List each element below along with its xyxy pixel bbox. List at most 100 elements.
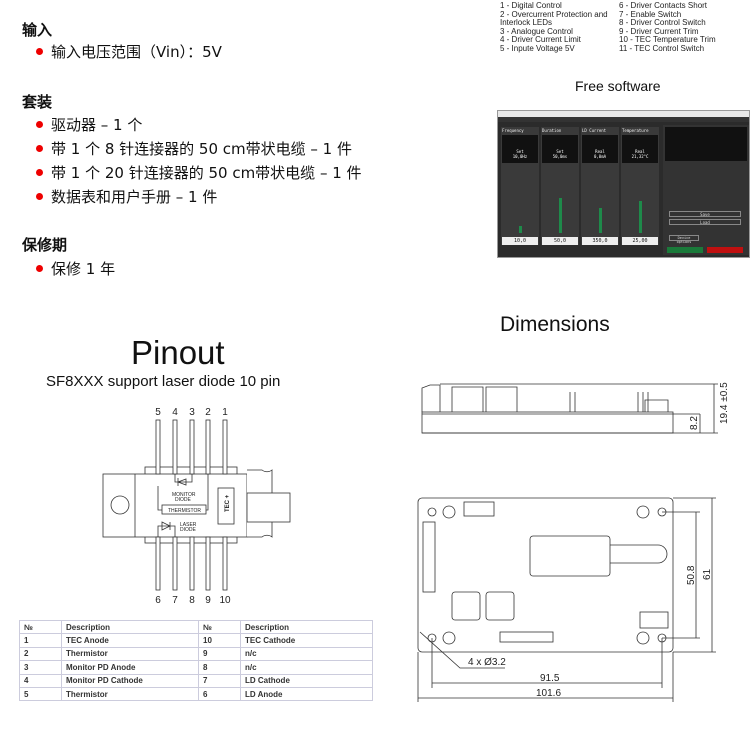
warranty-heading: 保修期 (22, 236, 68, 254)
save-button[interactable]: Save (669, 211, 741, 217)
pin (205, 536, 211, 591)
value-input[interactable]: 10,0 (502, 237, 538, 245)
feature: Interlock LEDs (500, 18, 553, 28)
pin-number: 3 (189, 407, 195, 418)
table-cell: 3 (19, 660, 62, 675)
bullet-icon (36, 121, 43, 128)
pin (189, 536, 195, 591)
table-cell: 6 (198, 686, 241, 702)
pin (222, 536, 228, 591)
pin-number: 8 (189, 595, 195, 606)
list-item: 保修 1 年 (36, 258, 115, 279)
table-cell: 4 (19, 673, 62, 688)
tec-label: TEC + (225, 494, 231, 512)
pin (205, 419, 211, 475)
pin (155, 419, 161, 475)
feature: 9 - Driver Current Trim (619, 26, 699, 36)
pin-number: 1 (222, 407, 228, 418)
bullet-icon (36, 145, 43, 152)
feature: 7 - Enable Switch (619, 9, 682, 19)
header-cell: № (198, 619, 241, 635)
load-button[interactable]: Load (669, 219, 741, 225)
feature: 4 - Driver Current Limit (500, 35, 581, 45)
list-item: 驱动器 – 1 个 (36, 114, 142, 135)
monitor-label: DIODE (175, 497, 192, 503)
pin-number: 5 (155, 407, 161, 418)
table-cell: 9 (198, 646, 241, 662)
feature: 5 - Inpute Voltage 5V (500, 43, 575, 53)
table-cell: Monitor PD Anode (61, 660, 199, 675)
pin (155, 536, 161, 591)
slider-fill[interactable] (519, 226, 522, 233)
panel-mode: Set (556, 149, 564, 154)
thermistor (161, 504, 207, 515)
top-view (417, 497, 716, 702)
value-input[interactable]: 350,0 (582, 237, 618, 245)
pin-number: 10 (219, 595, 231, 606)
table-cell: Monitor PD Cathode (61, 673, 199, 688)
item-text: 保修 1 年 (51, 260, 116, 278)
value-input[interactable]: 25,00 (622, 237, 658, 245)
side-view (421, 383, 718, 434)
dim-label: 101.6 (536, 688, 561, 699)
panel-title: LD Current (582, 128, 607, 133)
feature: 8 - Driver Control Switch (619, 18, 706, 28)
fiber-tube (246, 492, 291, 523)
disable-button[interactable] (707, 247, 743, 253)
table-cell: 5 (19, 686, 62, 702)
bullet-icon (36, 193, 43, 200)
bullet-icon (36, 265, 43, 272)
list-item: 输入电压范围（Vin）：5V (36, 41, 222, 62)
list-item: 数据表和用户手册 – 1 件 (36, 186, 217, 207)
feature: 11 - TEC Control Switch (619, 43, 705, 53)
list-item: 带 1 个 20 针连接器的 50 cm带状电缆 – 1 件 (36, 162, 362, 183)
table-cell: 7 (198, 673, 241, 688)
feature: 1 - Digital Control (500, 1, 562, 10)
table-cell: n/c (240, 660, 373, 675)
dim-label: 61 (702, 568, 713, 580)
table-cell: Thermistor (61, 686, 199, 702)
table-cell: 8 (198, 660, 241, 675)
table-cell: 1 (19, 633, 62, 648)
list-item: 带 1 个 8 针连接器的 50 cm带状电缆 – 1 件 (36, 138, 352, 159)
item-text: 输入电压范围（Vin）：5V (51, 43, 222, 61)
item-text: 驱动器 – 1 个 (51, 116, 143, 134)
slider-fill[interactable] (559, 198, 562, 233)
table-cell: TEC Anode (61, 633, 199, 648)
device-options-button[interactable]: Device options (669, 235, 699, 244)
table-cell: 2 (19, 646, 62, 662)
dim-label: 8.2 (689, 416, 700, 430)
value-input[interactable]: 50,0 (542, 237, 578, 245)
item-text: 数据表和用户手册 – 1 件 (51, 188, 218, 206)
window-titlebar (498, 111, 749, 117)
panel-title: Frequency (502, 128, 524, 133)
enable-button[interactable] (667, 247, 703, 253)
dim-label: 4 x Ø3.2 (468, 657, 506, 668)
tec (217, 487, 235, 525)
header-cell: Description (61, 619, 199, 635)
bullet-icon (36, 48, 43, 55)
feature: 2 - Overcurrent Protection and (500, 9, 608, 19)
header-cell: Description (240, 619, 373, 635)
dimension-drawing: 19.4 ±0.5 8.2 50.8 61 4 x Ø3.2 91.5 101.… (417, 382, 730, 702)
pinout-diagram: MONITOR DIODE THERMISTOR LASER DIODE TEC… (102, 407, 291, 606)
panel-reading: 21,32°C (631, 154, 649, 159)
pinout-title: Pinout (131, 334, 225, 371)
input-heading: 输入 (22, 21, 53, 39)
software-caption: Free software (575, 78, 661, 94)
pin (172, 536, 178, 591)
slider-fill[interactable] (639, 201, 642, 233)
table-cell: LD Anode (240, 686, 373, 702)
slider-fill[interactable] (599, 208, 602, 233)
item-text: 带 1 个 8 针连接器的 50 cm带状电缆 – 1 件 (51, 140, 352, 158)
